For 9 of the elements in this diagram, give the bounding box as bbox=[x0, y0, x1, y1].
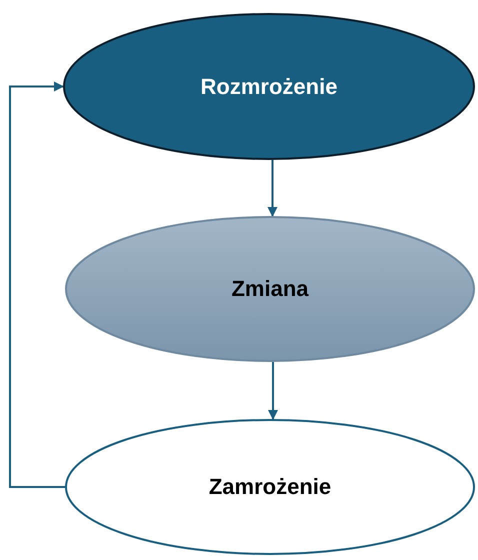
node-label: Zmiana bbox=[231, 276, 309, 302]
ellipse bbox=[63, 13, 475, 160]
node-label: Zamrożenie bbox=[208, 474, 332, 500]
arrow bbox=[268, 362, 278, 420]
ellipse bbox=[65, 419, 475, 555]
ellipse bbox=[65, 216, 475, 362]
arrow bbox=[9, 82, 65, 488]
node-label: Rozmrożenie bbox=[200, 74, 338, 100]
arrow bbox=[268, 160, 278, 217]
